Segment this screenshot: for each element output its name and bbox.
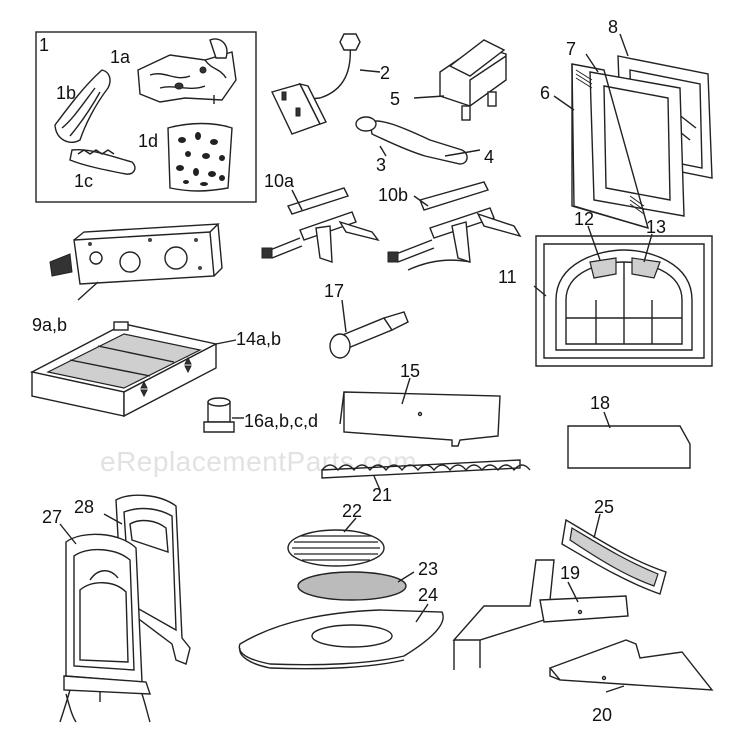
callout-12: 12 xyxy=(574,209,595,229)
callout-18: 18 xyxy=(590,393,611,413)
part-19-bracket xyxy=(452,559,629,670)
part-3-4-thermocouple xyxy=(355,116,481,165)
part-20-bracket xyxy=(548,639,714,693)
callout-23: 23 xyxy=(418,559,439,579)
part-11-stove-front xyxy=(533,225,713,367)
callout-19: 19 xyxy=(560,563,581,583)
part-6-7-8-glass-door xyxy=(553,33,713,230)
callout-3: 3 xyxy=(376,155,387,175)
callout-17: 17 xyxy=(324,281,345,301)
callout-1a: 1a xyxy=(110,47,131,67)
part-18-panel xyxy=(567,411,691,469)
callout-8: 8 xyxy=(608,17,619,37)
part-17-orifice xyxy=(329,299,409,359)
part-28-rear-frame xyxy=(103,494,191,665)
callout-24: 24 xyxy=(418,585,439,605)
callout-1b: 1b xyxy=(56,83,77,103)
callout-7: 7 xyxy=(566,39,577,59)
callout-5: 5 xyxy=(390,89,401,109)
part-10a-pilot-burner xyxy=(261,187,380,263)
part-15-baffle xyxy=(339,377,501,447)
part-9-gas-valve xyxy=(49,223,223,301)
part-2-pilot-assembly xyxy=(271,33,381,135)
part-14-base-panel xyxy=(29,321,237,418)
callout-27: 27 xyxy=(42,507,63,527)
callout-11: 11 xyxy=(498,267,517,287)
callout-21: 21 xyxy=(372,485,393,505)
callout-1: 1 xyxy=(39,35,50,55)
part-24-top-plate xyxy=(238,603,444,670)
part-16-fitting xyxy=(203,397,244,433)
callout-10a: 10a xyxy=(264,171,295,191)
callout-1c: 1c xyxy=(74,171,94,191)
part-10b-pilot-burner xyxy=(387,181,522,271)
part-1-log-set xyxy=(35,31,257,203)
callout-10b: 10b xyxy=(378,185,409,205)
callout-4: 4 xyxy=(484,147,495,167)
callout-14ab: 14a,b xyxy=(236,329,282,349)
callout-28: 28 xyxy=(74,497,95,517)
part-27-front-door xyxy=(59,523,151,723)
callout-13: 13 xyxy=(646,217,667,237)
callout-15: 15 xyxy=(400,361,421,381)
callout-1d: 1d xyxy=(138,131,159,151)
part-22-grate xyxy=(287,517,385,567)
callout-22: 22 xyxy=(342,501,363,521)
callout-9ab: 9a,b xyxy=(32,315,68,335)
part-25-trim xyxy=(561,513,667,595)
part-21-strip xyxy=(321,459,531,491)
callout-16abcd: 16a,b,c,d xyxy=(244,411,319,431)
part-23-gasket xyxy=(297,571,415,601)
callout-25: 25 xyxy=(594,497,615,517)
callout-20: 20 xyxy=(592,705,613,725)
callout-6: 6 xyxy=(540,83,551,103)
part-5-switch xyxy=(413,39,507,121)
callout-2: 2 xyxy=(380,63,391,83)
